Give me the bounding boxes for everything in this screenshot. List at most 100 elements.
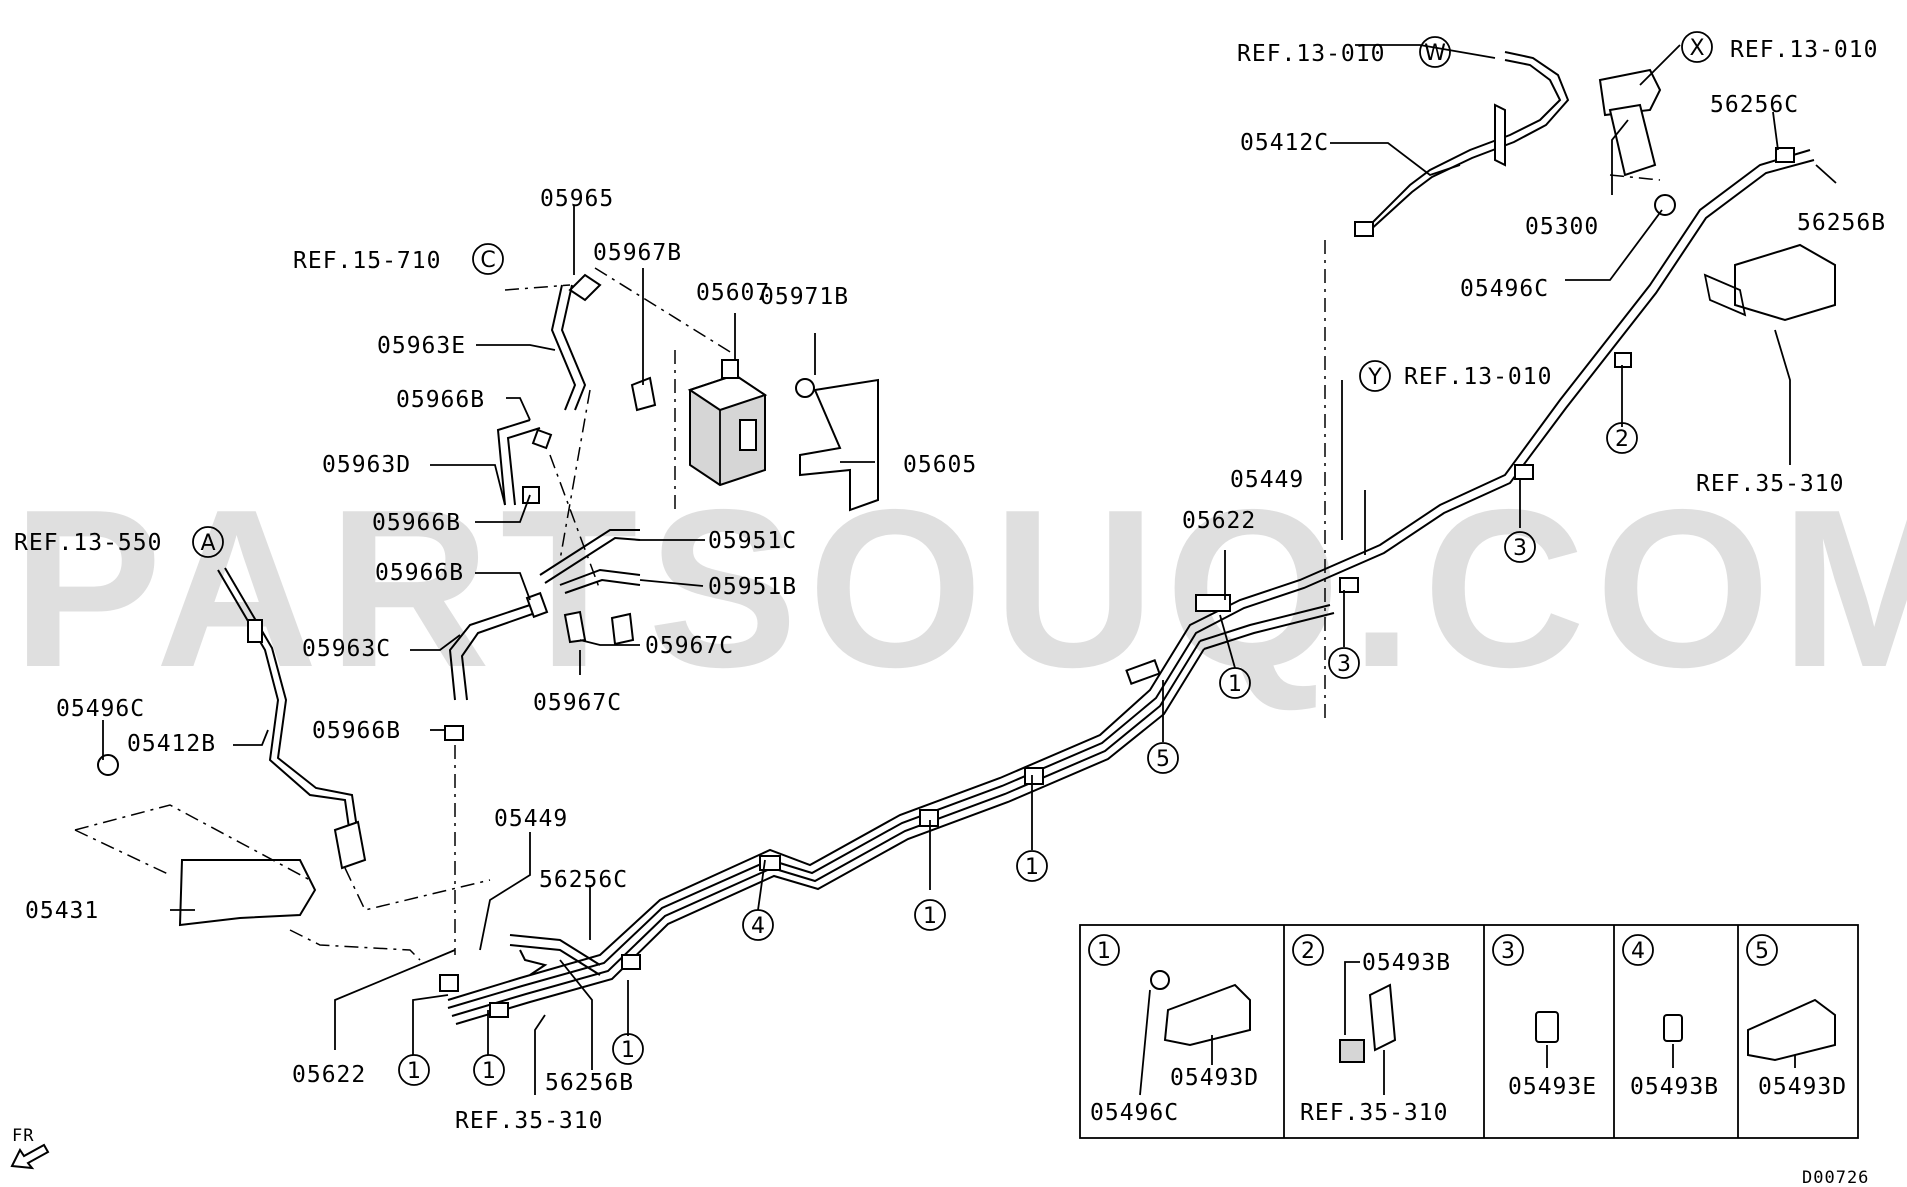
legend-cell-2: 2 05493B REF.35-310	[1292, 934, 1451, 1126]
legend-part-05493b-1: 05493B	[1362, 950, 1451, 976]
label-ref-35-310-1: REF.35-310	[455, 1108, 603, 1134]
canister-assembly	[444, 267, 879, 955]
label-05496c-1: 05496C	[56, 696, 145, 722]
callout-3-a: 3	[1513, 536, 1527, 561]
label-05951c: 05951C	[708, 528, 797, 554]
label-05412c: 05412C	[1240, 130, 1329, 156]
front-direction-indicator: FR	[10, 1126, 50, 1170]
rear-sensor-assembly	[1324, 51, 1836, 720]
label-05605: 05605	[903, 452, 977, 478]
callout-1-d: 1	[923, 904, 937, 929]
label-56256c-2: 56256C	[1710, 92, 1799, 118]
label-ref-13-010-y: REF.13-010	[1404, 364, 1552, 390]
legend-cell-3: 3 05493E	[1492, 934, 1597, 1100]
leader-lines	[102, 44, 1837, 1095]
clip-05966b-lower	[444, 725, 464, 741]
bracket-05431	[178, 859, 317, 927]
label-05496c-2: 05496C	[1460, 276, 1549, 302]
clip-05967b	[630, 376, 657, 412]
reference-circles: C A W X Y	[192, 31, 1713, 558]
label-05966b-4: 05966B	[312, 718, 401, 744]
label-05431: 05431	[25, 898, 99, 924]
label-05607: 05607	[696, 280, 770, 306]
callout-1-a: 1	[407, 1059, 421, 1084]
bolt-05496c-right	[1654, 194, 1676, 216]
label-05971b: 05971B	[760, 284, 849, 310]
legend-cell-4: 4 05493B	[1622, 934, 1719, 1100]
part-labels: 05965 05967B 05607 05971B REF.15-710 059…	[14, 37, 1886, 1187]
bolt-icon	[1150, 970, 1170, 990]
clip-05493d-icon	[1163, 983, 1251, 1047]
callout-1-f: 1	[1228, 672, 1242, 697]
front-arrow-icon	[10, 1143, 50, 1170]
label-05965: 05965	[540, 186, 614, 212]
ref-circle-a: A	[200, 531, 215, 556]
label-ref-13-010-w: REF.13-010	[1237, 41, 1385, 67]
legend-num-4: 4	[1631, 939, 1645, 964]
clip-05967c-b	[610, 612, 635, 646]
front-connector	[439, 974, 459, 992]
label-ref-13-010-x: REF.13-010	[1730, 37, 1878, 63]
hose-05963c	[460, 611, 539, 701]
legend-num-5: 5	[1755, 939, 1769, 964]
legend-part-05493d-1: 05493D	[1170, 1065, 1259, 1091]
label-ref-35-310-2: REF.35-310	[1696, 471, 1844, 497]
main-fuel-pipe-bundle	[447, 149, 1815, 1025]
callout-1-b: 1	[482, 1059, 496, 1084]
label-05967b: 05967B	[593, 240, 682, 266]
label-05963e: 05963E	[377, 333, 466, 359]
direction-label: FR	[12, 1126, 34, 1146]
clip-05493d-large-icon	[1747, 998, 1836, 1062]
connector-05412c	[1354, 221, 1374, 237]
legend-part-05496c: 05496C	[1090, 1100, 1179, 1126]
canister-port	[721, 359, 739, 379]
label-05951b: 05951B	[708, 574, 797, 600]
legend-part-05493d-2: 05493D	[1758, 1074, 1847, 1100]
label-56256c-1: 56256C	[539, 867, 628, 893]
callout-1-c: 1	[621, 1038, 635, 1063]
label-05622-2: 05622	[1182, 508, 1256, 534]
diagram-code: D00726	[1802, 1168, 1869, 1187]
legend-num-1: 1	[1097, 939, 1111, 964]
callout-3-b: 3	[1337, 652, 1351, 677]
label-ref-15-710: REF.15-710	[293, 248, 441, 274]
legend-cell-5: 5 05493D	[1746, 934, 1847, 1100]
clip-callouts: 1 1 1 1 1 1 2 3 3 4 5	[398, 422, 1638, 1086]
label-05622-1: 05622	[292, 1062, 366, 1088]
clip-05967c-a	[563, 610, 587, 644]
legend-cell-1: 1 05496C 05493D	[1088, 934, 1259, 1126]
hose-05951c	[544, 536, 641, 584]
legend-part-05493e: 05493E	[1508, 1074, 1597, 1100]
label-05967c-2: 05967C	[533, 690, 622, 716]
pump-ref35310	[1734, 243, 1836, 322]
ref-circle-c: C	[480, 248, 495, 273]
ref-circle-y: Y	[1367, 365, 1382, 390]
label-56256b-1: 56256B	[545, 1070, 634, 1096]
callout-1-e: 1	[1025, 855, 1039, 880]
front-hose-56256c	[509, 934, 601, 966]
label-05963c: 05963C	[302, 636, 391, 662]
hose-05963d	[506, 427, 541, 506]
label-05966b-1: 05966B	[396, 387, 485, 413]
legend-part-05493b-2: 05493B	[1630, 1074, 1719, 1100]
clip-legend-table: 1 05496C 05493D 2 05493B REF.35-310 3 05…	[1079, 924, 1859, 1139]
callout-leaders	[412, 365, 1623, 1055]
front-sensor-assembly	[74, 567, 491, 961]
hose-05963e	[560, 284, 587, 411]
label-05412b: 05412B	[127, 731, 216, 757]
pipe-clamps	[489, 147, 1795, 1018]
ref-circle-x: X	[1689, 36, 1704, 61]
label-05966b-3: 05966B	[375, 560, 464, 586]
bolt-05496c-left	[97, 754, 119, 776]
label-56256b-2: 56256B	[1797, 210, 1886, 236]
harness-05412b	[224, 567, 359, 836]
bolt-05971b	[795, 378, 815, 398]
callout-5: 5	[1156, 747, 1170, 772]
label-ref-13-550: REF.13-550	[14, 530, 162, 556]
clip-05966b	[522, 486, 540, 504]
legend-num-3: 3	[1501, 939, 1515, 964]
clip-05493b-small-icon	[1663, 1014, 1683, 1042]
label-05449-2: 05449	[1230, 467, 1304, 493]
callout-2: 2	[1615, 427, 1629, 452]
